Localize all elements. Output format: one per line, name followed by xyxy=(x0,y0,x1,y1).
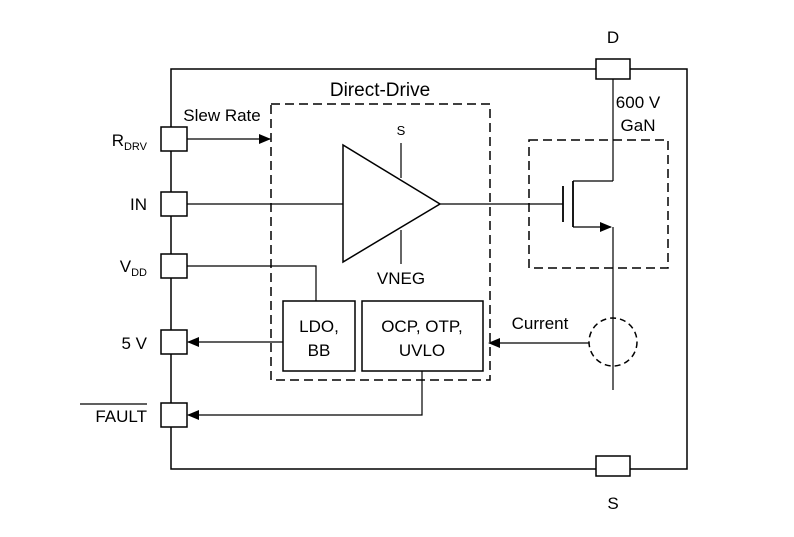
pin-d-label: D xyxy=(607,28,619,47)
pin-s xyxy=(595,455,631,477)
ldo-bb-block xyxy=(282,300,356,372)
pin-rdrv-main: R xyxy=(112,131,124,150)
slew-rate-label: Slew Rate xyxy=(183,106,260,125)
current-label: Current xyxy=(512,314,569,333)
pin-s-label: S xyxy=(607,494,618,513)
fault-arrow xyxy=(187,371,423,420)
pin-vdd-sub: DD xyxy=(131,267,147,279)
gan-label: GaN xyxy=(621,116,656,135)
pin-d xyxy=(595,58,631,80)
pin-5v-label: 5 V xyxy=(121,334,147,353)
pin-vdd xyxy=(160,253,188,279)
pin-rdrv-sub: DRV xyxy=(124,141,148,153)
pin-rdrv xyxy=(160,126,188,152)
pin-vdd-main: V xyxy=(120,257,132,276)
pin-vdd-label: VDD xyxy=(120,257,147,279)
protection-block xyxy=(361,300,484,372)
pin-5v xyxy=(160,329,188,355)
pin-in-label: IN xyxy=(130,195,147,214)
amp-s-label: S xyxy=(397,123,406,138)
gan-voltage-label: 600 V xyxy=(616,93,661,112)
vneg-label: VNEG xyxy=(377,269,425,288)
ldo-line1: LDO, xyxy=(299,317,339,336)
package-outline xyxy=(170,68,688,470)
prot-line2: UVLO xyxy=(399,341,445,360)
direct-drive-label: Direct-Drive xyxy=(330,80,430,101)
prot-line1: OCP, OTP, xyxy=(381,317,463,336)
pin-fault xyxy=(160,402,188,428)
ldo-line2: BB xyxy=(308,341,331,360)
pin-fault-label: FAULT xyxy=(95,407,147,426)
driver-amplifier xyxy=(342,143,442,264)
pin-in xyxy=(160,191,188,217)
pin-rdrv-label: RDRV xyxy=(112,131,148,153)
direct-drive-region xyxy=(270,103,491,381)
vdd-line xyxy=(187,265,317,301)
